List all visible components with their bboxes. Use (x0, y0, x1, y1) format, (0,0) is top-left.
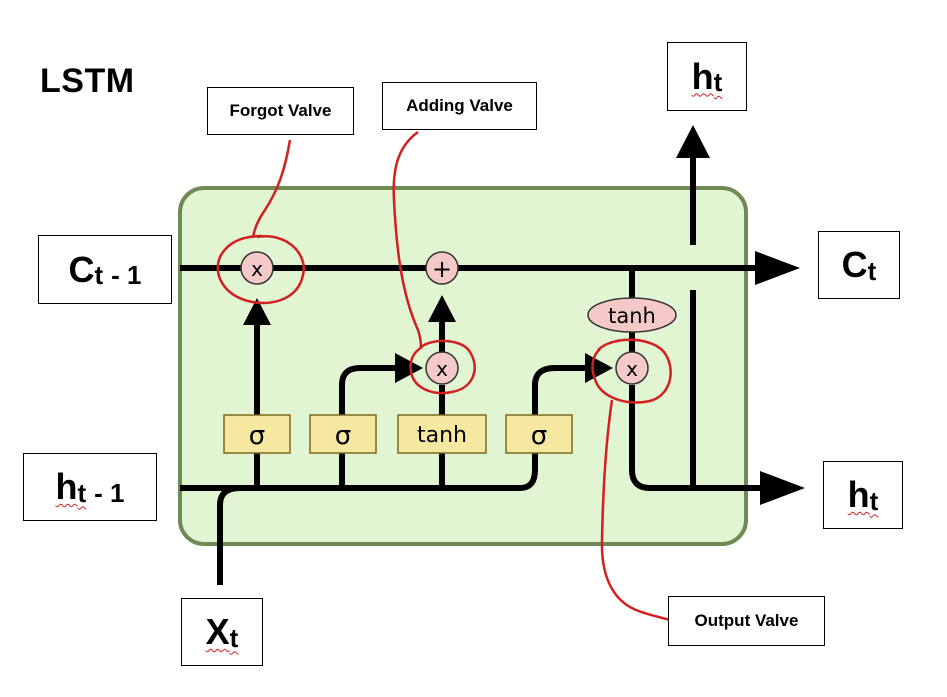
svg-text:x: x (251, 257, 263, 281)
diagram-title: LSTM (40, 62, 135, 100)
x-subscript: t (229, 622, 239, 653)
tanh-gate: tanh (397, 414, 487, 454)
output-line (629, 385, 760, 491)
tanh-oval: tanh (587, 297, 677, 333)
svg-text:σ: σ (335, 421, 351, 451)
add-op: + (425, 251, 459, 285)
h-right-symbol: h (847, 474, 870, 515)
adding-valve-callout: Adding Valve (382, 82, 537, 130)
cell-state-arrowhead (755, 251, 800, 285)
adding-valve-ring (409, 339, 476, 395)
x-symbol: X (205, 611, 230, 652)
c-prev-symbol: C (68, 248, 95, 290)
forget-gate-arrowhead (243, 298, 271, 325)
output-arrowhead (760, 471, 805, 505)
sigma-gate-1: σ (223, 414, 291, 454)
svg-text:x: x (626, 357, 638, 381)
ht-up-arrowhead (676, 125, 710, 158)
h-prev-suffix: - 1 (94, 477, 125, 508)
input-gate-line (339, 365, 395, 488)
h-top-subscript: t (713, 67, 723, 97)
output-valve-callout: Output Valve (668, 596, 825, 646)
output-valve-leader (600, 399, 671, 622)
h-prev-symbol: h (55, 466, 78, 507)
c-prev-suffix: - 1 (111, 260, 142, 290)
svg-text:tanh: tanh (417, 423, 467, 448)
h-prev-subscript: t (77, 477, 87, 508)
add-input-arrowhead (428, 295, 456, 322)
svg-text:σ: σ (531, 421, 547, 451)
output-valve-ring (591, 338, 672, 404)
svg-text:+: + (432, 255, 452, 283)
forget-multiply-op: x (240, 251, 274, 285)
x-input-line (217, 485, 241, 585)
h-top-symbol: h (691, 55, 714, 97)
c-next-symbol: C (841, 244, 868, 285)
svg-text:σ: σ (249, 421, 265, 451)
output-multiply-op: x (615, 351, 649, 385)
lstm-cell-body (178, 186, 748, 546)
svg-text:tanh: tanh (608, 304, 656, 328)
input-gate-arrowhead (395, 353, 423, 383)
sigma-gate-3: σ (505, 414, 573, 454)
sigma-gate-2: σ (309, 414, 377, 454)
adding-valve-leader (392, 130, 423, 349)
input-multiply-op: x (425, 351, 459, 385)
svg-text:x: x (436, 357, 448, 381)
forgot-valve-callout: Forgot Valve (207, 87, 354, 135)
h-right-subscript: t (869, 485, 879, 516)
c-prev-subscript: t (94, 260, 104, 290)
forget-valve-ring (216, 234, 306, 305)
forget-valve-leader (251, 139, 292, 239)
c-next-subscript: t (867, 255, 877, 286)
